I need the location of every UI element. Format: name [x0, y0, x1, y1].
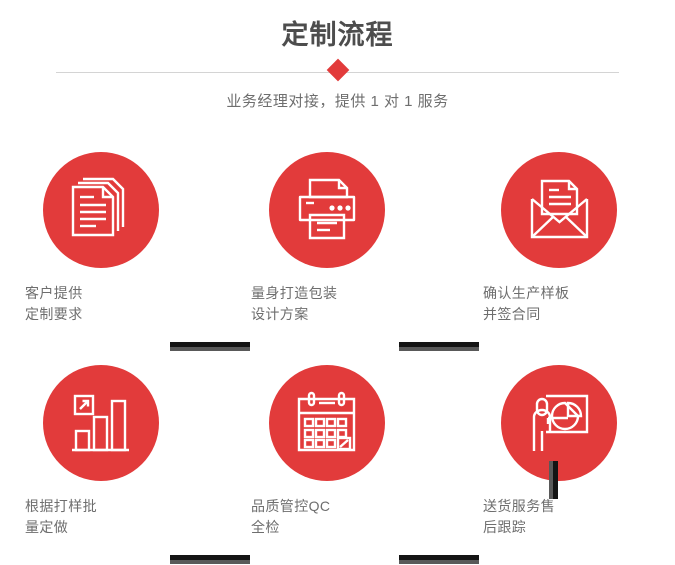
connector-bar-gray: [170, 560, 250, 564]
connector-4-5: [170, 555, 250, 564]
flow-step-5[interactable]: 品质管控QC 全检: [228, 365, 423, 565]
connector-5-6: [399, 555, 479, 564]
connector-bar-dark: [170, 342, 250, 347]
title-divider: [0, 58, 675, 84]
connector-3-4: [549, 461, 558, 499]
flow-step-4-circle: [43, 365, 159, 481]
connector-bar-gray: [170, 347, 250, 351]
flow-step-1[interactable]: 客户提供 定制要求: [2, 152, 197, 352]
documents-icon: [71, 177, 125, 237]
flow-step-2-circle: [269, 152, 385, 268]
connector-bar-dark: [399, 342, 479, 347]
connector-bar-gray: [549, 461, 553, 499]
flow-step-4[interactable]: 根据打样批 量定做: [2, 365, 197, 565]
page-subtitle: 业务经理对接，提供 1 对 1 服务: [226, 93, 449, 110]
flow-step-6[interactable]: 送货服务售 后跟踪: [460, 365, 655, 565]
diamond-icon: [326, 58, 350, 82]
flow-step-3[interactable]: 确认生产样板 并签合同: [460, 152, 655, 352]
page-title: 定制流程: [281, 20, 394, 50]
flow-step-3-circle: [501, 152, 617, 268]
flow-step-1-circle: [43, 152, 159, 268]
flow-step-1-label: 客户提供 定制要求: [25, 285, 83, 322]
calendar-icon: [297, 391, 356, 452]
process-flow: 客户提供 定制要求 量身打造包装 设计方案: [0, 130, 675, 564]
flow-step-2[interactable]: 量身打造包装 设计方案: [228, 152, 423, 352]
connector-bar-dark: [553, 461, 558, 499]
flow-step-6-circle: [501, 365, 617, 481]
page-header: 定制流程 业务经理对接，提供 1 对 1 服务: [0, 0, 675, 130]
connector-bar-gray: [399, 560, 479, 564]
flow-step-2-label: 量身打造包装 设计方案: [251, 285, 338, 322]
connector-bar-gray: [399, 347, 479, 351]
bar-chart-growth-icon: [72, 394, 129, 452]
flow-step-5-label: 品质管控QC 全检: [251, 498, 331, 535]
envelope-document-icon: [530, 179, 589, 239]
flow-step-6-label: 送货服务售 后跟踪: [483, 498, 555, 535]
flow-step-3-label: 确认生产样板 并签合同: [483, 285, 570, 322]
printer-icon: [298, 178, 356, 240]
presenter-pie-chart-icon: [532, 394, 589, 451]
connector-1-2: [170, 342, 250, 351]
connector-2-3: [399, 342, 479, 351]
flow-step-4-label: 根据打样批 量定做: [25, 498, 97, 535]
flow-step-5-circle: [269, 365, 385, 481]
